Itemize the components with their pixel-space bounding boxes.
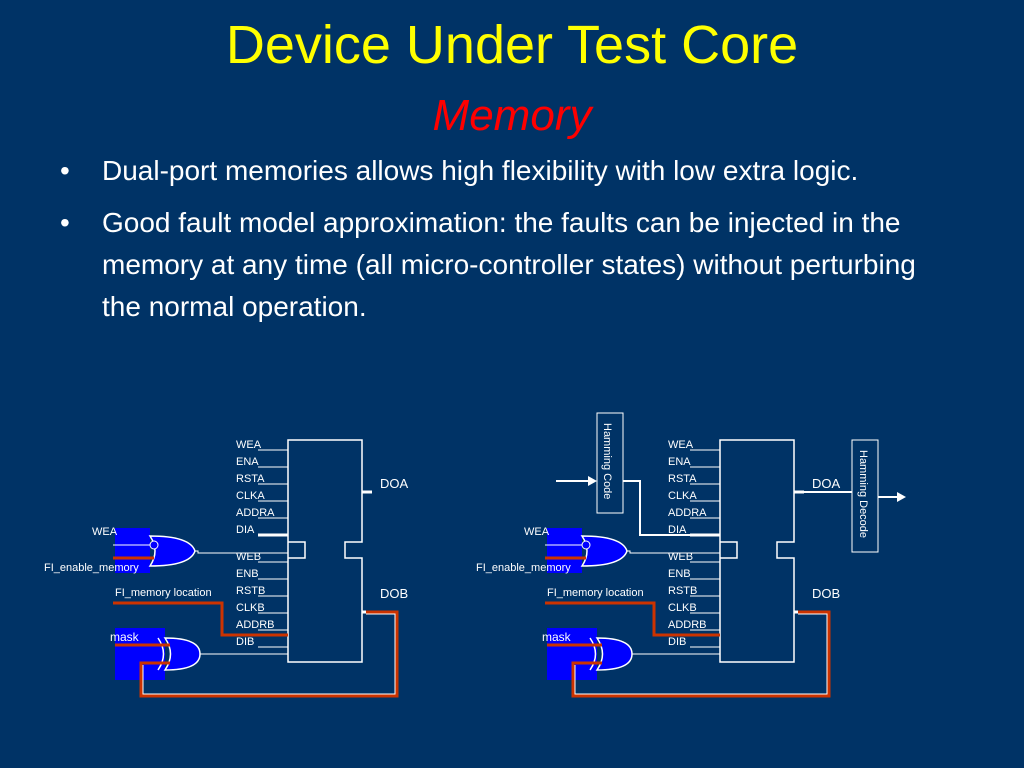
memory-block-notch (720, 541, 738, 559)
port-b-pin-label: RSTB (668, 585, 697, 597)
bullet-item: • Dual-port memories allows high flexibi… (60, 150, 960, 192)
hamming-code-arrow-head (588, 476, 597, 486)
xor-gate (595, 637, 633, 671)
fi-location-wire (113, 601, 288, 637)
doa-label: DOA (380, 476, 409, 491)
port-b-pin-label: ADDRB (668, 619, 707, 631)
port-a-pin-label: RSTA (668, 473, 697, 485)
inverter-bubble (581, 540, 591, 550)
xor-gate-back-arc (589, 637, 597, 671)
memory-block (719, 439, 795, 663)
fi-location-label: FI_memory location (115, 587, 212, 599)
port-b-pin-label: CLKB (236, 602, 265, 614)
port-a-pin-label: RSTA (236, 473, 265, 485)
wea-gate-output-wire (195, 550, 288, 554)
bullet-text: Good fault model approximation: the faul… (102, 207, 916, 322)
dob-label: DOB (380, 586, 408, 601)
port-a-pin-label: DIA (668, 524, 687, 536)
hamming-code-box (596, 412, 624, 514)
feedback-wire (139, 610, 399, 698)
gate-input-box (115, 528, 150, 573)
fi-location-wire (545, 601, 720, 637)
port-a-pin-label: ENA (668, 456, 691, 468)
or-gate (580, 535, 628, 567)
port-b-pin-label: RSTB (236, 585, 265, 597)
wea-gate-output-wire (627, 550, 720, 554)
port-a-pin-label: CLKA (236, 490, 265, 502)
fi-location-label: FI_memory location (547, 587, 644, 599)
slide-title: Device Under Test Core (225, 15, 799, 75)
inverter-bubble (149, 540, 159, 550)
port-b-pin-label: DIB (668, 636, 686, 648)
port-b-pin-label: ADDRB (236, 619, 275, 631)
or-gate (148, 535, 196, 567)
port-a-pin-label: ADDRA (668, 507, 707, 519)
hamming-code-label: Hamming Code (601, 423, 613, 499)
hamming-decode-arrow-head (897, 492, 906, 502)
port-a-pin-label: WEA (236, 439, 262, 451)
port-a-pin-label: ENA (236, 456, 259, 468)
bullet-text: Dual-port memories allows high flexibili… (102, 155, 859, 186)
feedback-wire-outline (142, 613, 396, 695)
port-b-pin-label: CLKB (668, 602, 697, 614)
slide-subtitle: Memory (432, 91, 592, 140)
bullet-list: • Dual-port memories allows high flexibi… (60, 150, 960, 338)
gate-input-box (547, 528, 582, 573)
port-b-pin-label: ENB (236, 568, 259, 580)
bullet-dot: • (60, 155, 70, 186)
fi-enable-label: FI_enable_memory (44, 562, 139, 574)
bullet-item: • Good fault model approximation: the fa… (60, 202, 960, 328)
mask-label: mask (110, 630, 140, 644)
xor-gate-back-arc (157, 637, 165, 671)
port-a-pin-label: ADDRA (236, 507, 275, 519)
port-b-pin-label: DIB (236, 636, 254, 648)
mask-label: mask (542, 630, 572, 644)
wea-input-label: WEA (524, 526, 550, 538)
feedback-wire-outline (574, 613, 828, 695)
memory-block-notch (288, 541, 306, 559)
memory-block (287, 439, 363, 663)
port-b-pin-label: WEB (236, 551, 261, 563)
wea-input-label: WEA (92, 526, 118, 538)
fi-enable-label: FI_enable_memory (476, 562, 571, 574)
bullet-dot: • (60, 207, 70, 238)
doa-label: DOA (812, 476, 841, 491)
hamming-decode-label: Hamming Decode (857, 450, 869, 538)
hamming-code-output-wire (623, 480, 718, 536)
port-b-pin-label: WEB (668, 551, 693, 563)
feedback-wire (571, 610, 831, 698)
dob-label: DOB (812, 586, 840, 601)
xor-gate (163, 637, 201, 671)
port-b-pin-label: ENB (668, 568, 691, 580)
port-a-pin-label: WEA (668, 439, 694, 451)
port-a-pin-label: DIA (236, 524, 255, 536)
port-a-pin-label: CLKA (668, 490, 697, 502)
